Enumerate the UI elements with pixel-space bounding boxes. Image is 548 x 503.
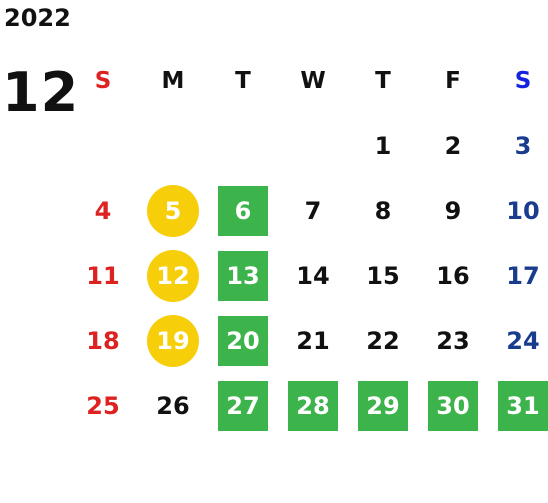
day-cell-25: 25 [86,391,120,420]
day-cell-1: 1 [374,131,392,160]
highlight-circle: 12 [147,249,199,302]
day-cell-6: 6 [208,178,278,243]
highlight-box: 6 [218,185,268,236]
day-cell-14: 14 [296,261,330,290]
weekday-header-fri: F [445,67,461,94]
day-cell-7: 7 [304,196,322,225]
day-cell-12: 12 [138,243,208,308]
day-cell-15: 15 [366,261,400,290]
day-cell-21: 21 [296,326,330,355]
highlight-box: 28 [288,380,338,431]
day-cell-30: 30 [418,373,488,438]
weekday-header-sun: S [94,67,112,94]
highlight-box: 31 [498,380,548,431]
day-cell-24: 24 [506,326,540,355]
day-cell-2: 2 [444,131,462,160]
day-cell-18: 18 [86,326,120,355]
day-cell-20: 20 [208,308,278,373]
day-cell-29: 29 [348,373,418,438]
highlight-box: 20 [218,315,268,366]
highlight-box: 29 [358,380,408,431]
day-cell-10: 10 [506,196,540,225]
weekday-header-sat: S [514,67,532,94]
calendar-year: 2022 [4,4,71,32]
highlight-box: 27 [218,380,268,431]
day-cell-13: 13 [208,243,278,308]
empty-day-cell [138,113,208,178]
day-cell-11: 11 [86,261,120,290]
highlight-circle: 19 [147,314,199,367]
day-cell-31: 31 [488,373,548,438]
day-cell-4: 4 [94,196,112,225]
day-cell-22: 22 [366,326,400,355]
empty-day-cell [208,113,278,178]
day-cell-8: 8 [374,196,392,225]
day-cell-28: 28 [278,373,348,438]
day-cell-19: 19 [138,308,208,373]
day-cell-27: 27 [208,373,278,438]
calendar-month: 12 [2,61,80,124]
day-cell-23: 23 [436,326,470,355]
highlight-circle: 5 [147,184,199,237]
day-cell-3: 3 [514,131,532,160]
weekday-header-thu: T [375,67,391,94]
weekday-header-tue: T [235,67,251,94]
weekday-header-mon: M [161,67,185,94]
day-cell-17: 17 [506,261,540,290]
empty-day-cell [68,113,138,178]
day-cell-26: 26 [156,391,190,420]
day-cell-16: 16 [436,261,470,290]
highlight-box: 30 [428,380,478,431]
day-cell-9: 9 [444,196,462,225]
day-cell-5: 5 [138,178,208,243]
empty-day-cell [278,113,348,178]
highlight-box: 13 [218,250,268,301]
weekday-header-wed: W [300,67,326,94]
